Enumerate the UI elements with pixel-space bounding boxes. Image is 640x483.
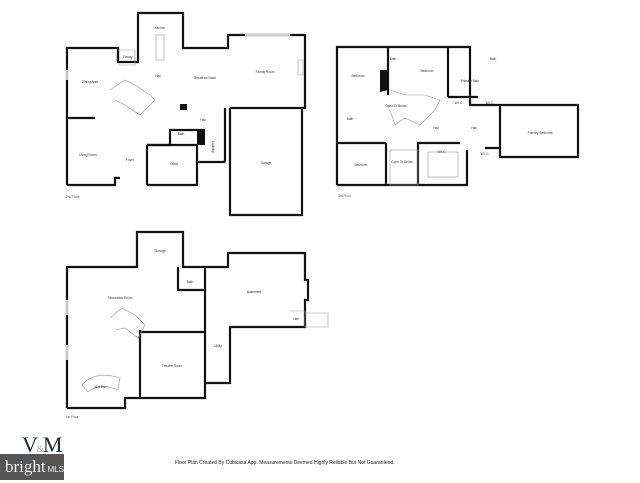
room-label: Breakfast Nook bbox=[194, 76, 216, 80]
upper-floor-walls bbox=[335, 45, 580, 187]
room-label: Living Room bbox=[79, 153, 97, 157]
room-label: Kitchen bbox=[154, 26, 166, 30]
room-label: Family Room bbox=[255, 70, 275, 74]
room-label: W.I.C. bbox=[485, 101, 495, 105]
main-floor-walls bbox=[65, 11, 307, 217]
room-label: Bath bbox=[177, 132, 185, 136]
room-label: Bedroom bbox=[351, 74, 365, 78]
room-label: W.I.C. bbox=[437, 150, 447, 154]
room-label: Storage bbox=[154, 249, 166, 253]
room-label: Bedroom bbox=[354, 163, 368, 167]
room-label: Basement bbox=[246, 290, 262, 294]
room-label: Bedroom bbox=[420, 69, 434, 73]
room-label: Bath bbox=[489, 57, 497, 61]
room-label: Recreation Room bbox=[107, 296, 133, 300]
room-label: W.I.C. bbox=[454, 101, 464, 105]
room-label: Theatre Room bbox=[161, 364, 183, 368]
room-label: Hall bbox=[155, 74, 161, 78]
room-label: Wet Bar bbox=[94, 385, 106, 389]
floor-name: 1st Floor bbox=[66, 415, 79, 419]
room-label: Bath bbox=[186, 280, 194, 284]
room-label: Pantry bbox=[123, 55, 133, 59]
room-label: W.I.C. bbox=[480, 152, 490, 156]
room-label: Hall bbox=[293, 317, 299, 321]
room-label: Open To Below bbox=[391, 160, 413, 164]
room-label: Foyer bbox=[125, 158, 135, 162]
room-label: Hall bbox=[433, 126, 439, 130]
room-label: Open To Below bbox=[385, 104, 407, 108]
room-label: Primary Bath bbox=[460, 79, 480, 83]
room-label: Office bbox=[169, 162, 179, 166]
room-label: Laundry bbox=[211, 141, 215, 153]
disclaimer-text: Floor Plan Created By Cubicasa App. Meas… bbox=[175, 460, 395, 466]
room-label: Hall bbox=[471, 126, 477, 130]
room-label: Bath bbox=[389, 57, 397, 61]
room-label: Garage bbox=[260, 161, 272, 165]
room-label: Dining Area bbox=[81, 80, 99, 84]
vm-logo: V&M bbox=[22, 432, 62, 457]
room-label: Hall bbox=[200, 118, 206, 122]
room-label: Utility bbox=[214, 344, 222, 348]
room-label: Primary Bedroom bbox=[527, 131, 553, 135]
floor-name: 2nd Floor bbox=[66, 195, 80, 199]
basement-walls bbox=[65, 230, 329, 410]
room-label: Bath bbox=[346, 117, 354, 121]
floor-name: 3rd Floor bbox=[338, 194, 351, 198]
